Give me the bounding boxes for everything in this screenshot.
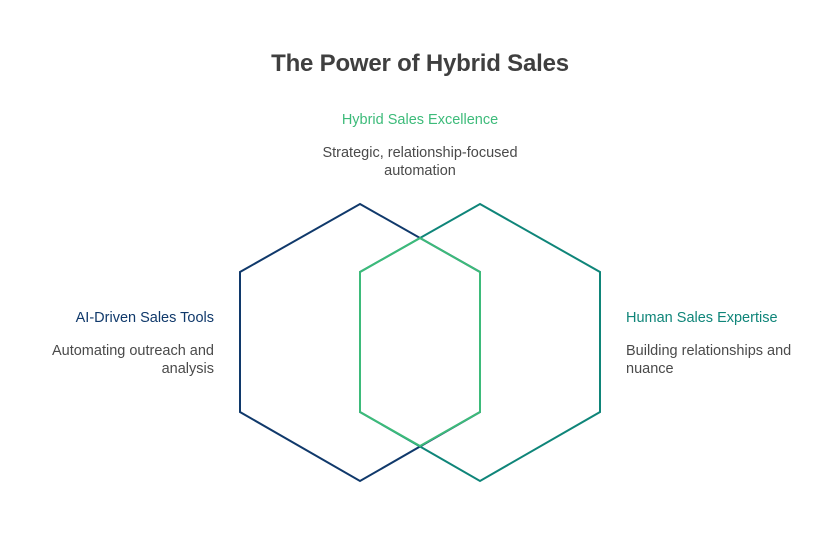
human-expertise-description: Building relationships and nuance <box>626 343 792 377</box>
ai-tools-label: AI-Driven Sales Tools <box>75 310 214 326</box>
ai-tools-description: Automating outreach and analysis <box>51 343 214 377</box>
diagram-title: The Power of Hybrid Sales <box>271 50 569 77</box>
hybrid-excellence-label: Hybrid Sales Excellence <box>341 112 499 128</box>
human-expertise-label: Human Sales Expertise <box>626 310 778 326</box>
overlap-hexagon-hybrid <box>359 236 481 448</box>
hybrid-excellence-description: Strategic, relationship-focused automati… <box>322 145 518 179</box>
